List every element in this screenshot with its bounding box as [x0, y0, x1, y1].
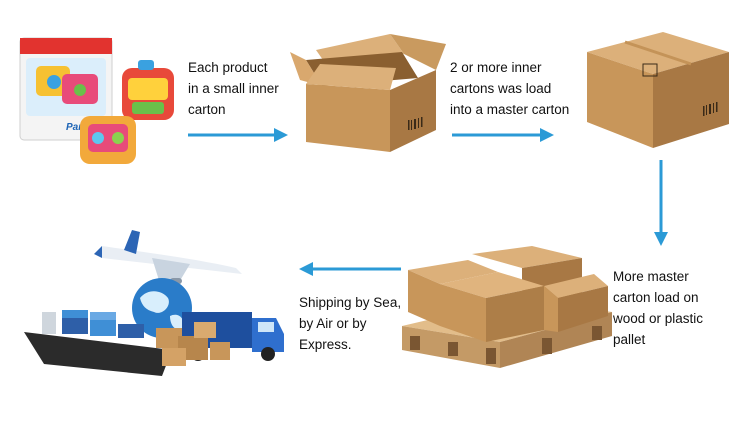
step-2-label: 2 or more inner cartons was load into a …	[450, 60, 570, 117]
step-3-label: More master carton load on wood or plast…	[613, 269, 704, 347]
shipping-collage-icon	[22, 224, 294, 394]
arrow-right-1-icon	[188, 125, 288, 145]
arrow-down-icon	[651, 160, 671, 248]
arrow-right-2-icon	[452, 125, 556, 145]
step-1-label: Each product in a small inner carton	[188, 60, 279, 117]
globe-icon	[132, 278, 192, 338]
toy-box-icon: Party	[14, 30, 184, 170]
arrow-left-icon	[297, 259, 401, 279]
cargo-ship-icon	[24, 310, 172, 376]
parcels-icon	[156, 322, 230, 366]
master-carton-icon	[583, 24, 733, 152]
toy-box-brand: Party	[66, 122, 91, 133]
palletized-cartons-icon	[402, 246, 614, 376]
open-carton-icon	[286, 30, 450, 156]
step-4-label: Shipping by Sea, by Air or by Express.	[299, 295, 402, 352]
